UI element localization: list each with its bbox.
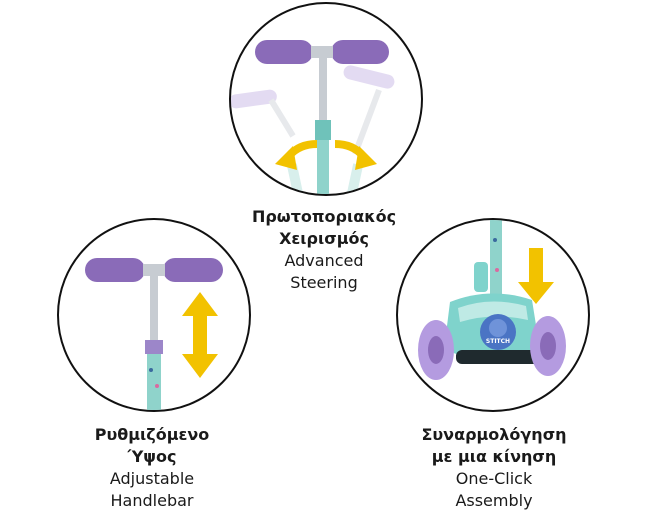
assembly-illustration: STITCH [418, 220, 566, 380]
height-caption: Ρυθμιζόμενο Ύψος Adjustable Handlebar [52, 424, 252, 512]
steering-title-en-2: Steering [290, 273, 358, 292]
height-image-circle [57, 218, 251, 412]
assembly-title-en-1: One-Click [455, 469, 533, 488]
steering-title-en-1: Advanced [284, 251, 364, 270]
assembly-title-gr-2: με μια κίνηση [431, 447, 557, 466]
steering-title-gr-2: Χειρισμός [279, 229, 369, 248]
height-title-en-1: Adjustable [109, 469, 195, 488]
assembly-title-en-2: Assembly [455, 491, 533, 510]
up-down-arrow-icon [182, 292, 218, 378]
assembly-caption: Συναρμολόγηση με μια κίνηση One-Click As… [394, 424, 594, 512]
height-title-gr-2: Ύψος [127, 447, 177, 466]
steering-illustration [231, 40, 395, 194]
down-arrow-icon [518, 248, 554, 304]
steering-image-circle [229, 2, 423, 196]
assembly-title-gr-1: Συναρμολόγηση [421, 425, 567, 444]
height-title-gr-1: Ρυθμιζόμενο [94, 425, 210, 444]
steering-title-gr-1: Πρωτοποριακός [251, 207, 397, 226]
height-illustration [85, 258, 223, 410]
stitch-badge-text: STITCH [486, 338, 510, 345]
height-title-en-2: Handlebar [110, 491, 194, 510]
assembly-image-circle: STITCH [396, 218, 590, 412]
steering-caption: Πρωτοποριακός Χειρισμός Advanced Steerin… [219, 206, 429, 294]
